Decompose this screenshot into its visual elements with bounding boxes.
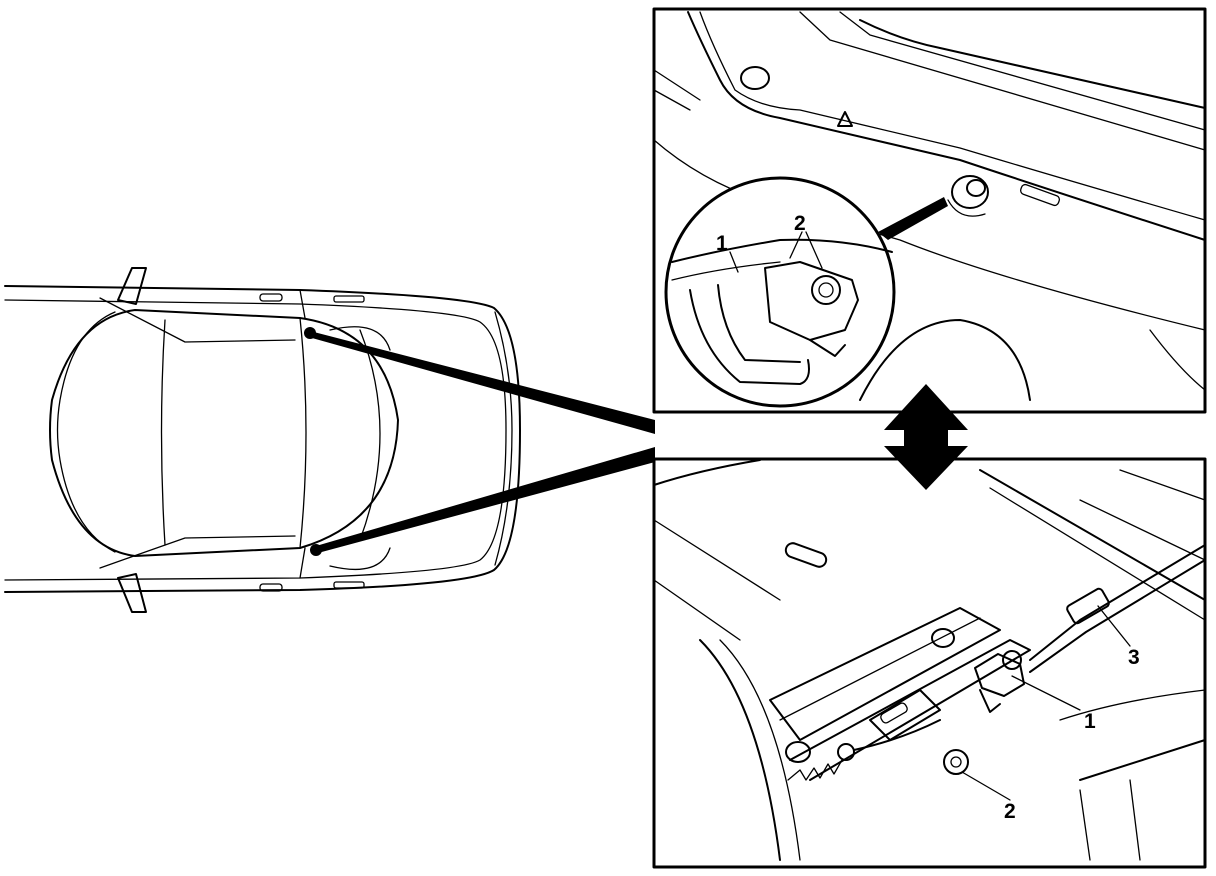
bottom-detail-panel: 1 2 3	[652, 457, 1207, 869]
top-callout-part-1: 1	[716, 232, 728, 255]
bottom-callout-part-2: 2	[1004, 800, 1016, 823]
lower-pointer-wedge	[316, 447, 655, 553]
top-detail-panel: 1 2	[652, 7, 1207, 414]
magnifier-circle	[664, 176, 896, 408]
double-headed-arrow-icon	[884, 384, 968, 490]
bottom-callout-part-3: 3	[1128, 646, 1140, 669]
car-top-view	[4, 267, 521, 613]
bottom-callout-part-1: 1	[1084, 710, 1096, 733]
upper-pointer-wedge	[310, 331, 655, 434]
top-callout-bolt-2: 2	[794, 212, 806, 235]
